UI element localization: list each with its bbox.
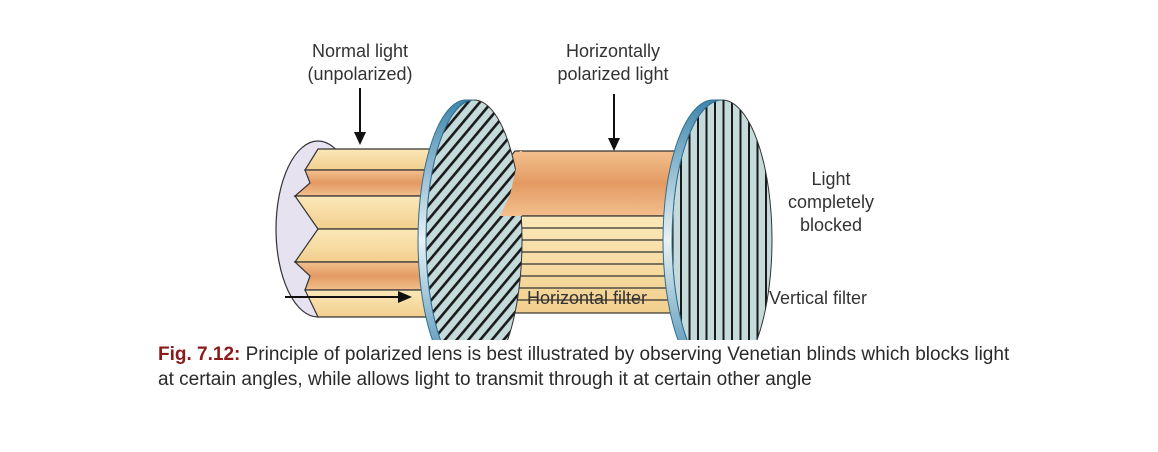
label-vertical-filter: Vertical filter [769,288,867,308]
horizontal-filter [417,99,523,340]
vertical-filter [662,99,773,340]
label-horizontally: Horizontally [566,41,660,61]
label-unpolarized: (unpolarized) [307,64,412,84]
caption-text: Principle of polarized lens is best illu… [158,344,1010,390]
label-horizontal-filter: Horizontal filter [527,288,647,308]
label-light: Light [811,169,850,189]
label-blocked: blocked [800,215,862,235]
figure-number: Fig. 7.12: [158,344,241,365]
label-completely: completely [788,192,874,212]
label-normal-light: Normal light [312,41,408,61]
pointer-arrows [354,88,620,151]
figure-caption: Fig. 7.12: Principle of polarized lens i… [158,342,1018,392]
label-polarized-light: polarized light [557,64,668,84]
polarization-diagram: Normal light (unpolarized) Horizontally … [275,41,874,340]
light-direction-arrow [285,291,412,303]
